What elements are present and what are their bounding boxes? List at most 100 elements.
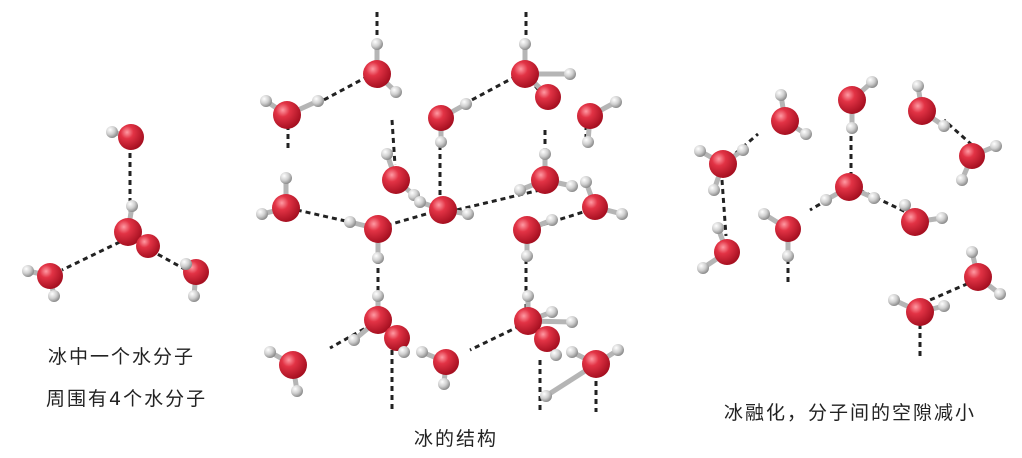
hydrogen-atom: [546, 306, 558, 318]
hydrogen-atom: [846, 122, 858, 134]
hydrogen-atom: [522, 290, 534, 302]
oxygen-atom: [364, 306, 392, 334]
hydrogen-atom: [416, 346, 428, 358]
hydrogen-bond: [61, 236, 129, 272]
oxygen-atom: [428, 105, 454, 131]
oxygen-atom: [514, 307, 542, 335]
oxygen-atom: [531, 166, 559, 194]
hydrogen-atom: [580, 176, 592, 188]
hydrogen-atom: [22, 265, 34, 277]
hydrogen-atom: [126, 200, 138, 212]
oxygen-atom: [577, 103, 603, 129]
oxygen-atom: [714, 239, 740, 265]
hydrogen-atom: [546, 214, 558, 226]
hydrogen-atom: [912, 80, 924, 92]
oxygen-atom: [838, 86, 866, 114]
hydrogen-atom: [460, 98, 472, 110]
hydrogen-atom: [372, 252, 384, 264]
hydrogen-bond: [447, 188, 541, 214]
caption-single-molecule-line1: 冰中一个水分子: [48, 346, 196, 368]
oxygen-atom: [709, 150, 737, 178]
hydrogen-bond: [720, 179, 728, 237]
hydrogen-atom: [956, 174, 968, 186]
oxygen-atom: [582, 350, 610, 378]
oxygen-atom: [136, 234, 160, 258]
hydrogen-atom: [414, 196, 426, 208]
hydrogen-atom: [514, 184, 526, 196]
oxygen-atom: [582, 194, 608, 220]
hydrogen-bond: [390, 119, 397, 166]
oxygen-atom: [382, 166, 410, 194]
hydrogen-atom: [188, 290, 200, 302]
oxygen-atom: [433, 349, 459, 375]
hydrogen-atom: [381, 148, 393, 160]
hydrogen-atom: [264, 346, 276, 358]
hydrogen-atom: [566, 316, 578, 328]
hydrogen-bond: [721, 132, 759, 167]
oxygen-atom: [959, 143, 985, 169]
oxygen-atom: [964, 263, 992, 291]
hydrogen-atom: [868, 192, 880, 204]
caption-melting: 冰融化，分子间的空隙减小: [724, 402, 977, 424]
hydrogen-atom: [521, 250, 533, 262]
hydrogen-atom: [800, 128, 812, 140]
hydrogen-atom: [564, 68, 576, 80]
atoms: [22, 38, 1006, 402]
hydrogen-atom: [372, 290, 384, 302]
hydrogen-atom: [48, 290, 60, 302]
hydrogen-atom: [280, 172, 292, 184]
hydrogen-atom: [820, 194, 832, 206]
hydrogen-atom: [966, 246, 978, 258]
hydrogen-atom: [291, 385, 303, 397]
hydrogen-atom: [697, 262, 709, 274]
oxygen-atom: [534, 326, 560, 352]
hydrogen-atom: [775, 89, 787, 101]
hydrogen-atom: [582, 136, 594, 148]
oxygen-atom: [384, 325, 410, 351]
hydrogen-atom: [344, 216, 356, 228]
hydrogen-atom: [256, 208, 268, 220]
hydrogen-atom: [312, 95, 324, 107]
hydrogen-atom: [539, 148, 551, 160]
hydrogen-atom: [566, 180, 578, 192]
hydrogen-atom: [540, 390, 552, 402]
oxygen-atom: [273, 101, 301, 129]
hydrogen-atom: [462, 208, 474, 220]
oxygen-atom: [118, 124, 144, 150]
hydrogen-atom: [694, 145, 706, 157]
hydrogen-atom: [435, 136, 447, 148]
oxygen-atom: [901, 208, 929, 236]
hydrogen-atom: [866, 76, 878, 88]
hydrogen-atom: [782, 250, 794, 262]
hydrogen-atom: [438, 378, 450, 390]
hydrogen-atom: [616, 208, 628, 220]
hydrogen-atom: [758, 208, 770, 220]
hydrogen-atom: [519, 38, 531, 50]
oxygen-atom: [429, 196, 457, 224]
hydrogen-atom: [712, 222, 724, 234]
hydrogen-atom: [550, 349, 562, 361]
hydrogen-atom: [899, 199, 911, 211]
oxygen-atom: [535, 84, 561, 110]
hydrogen-atom: [938, 300, 950, 312]
oxygen-atom: [513, 216, 541, 244]
oxygen-atom: [279, 351, 307, 379]
hydrogen-atom: [888, 294, 900, 306]
caption-ice-structure: 冰的结构: [414, 428, 499, 450]
oxygen-atom: [37, 263, 63, 289]
hydrogen-atom: [610, 96, 622, 108]
hydrogen-atom: [708, 184, 720, 196]
caption-single-molecule-line2: 周围有4个水分子: [46, 388, 208, 410]
hydrogen-atom: [737, 144, 749, 156]
hydrogen-atom: [260, 95, 272, 107]
hydrogen-atom: [390, 86, 402, 98]
hydrogen-atom: [180, 258, 192, 270]
hydrogen-bond: [809, 184, 852, 212]
oxygen-atom: [364, 215, 392, 243]
hydrogen-atom: [994, 288, 1006, 300]
oxygen-atom: [906, 298, 934, 326]
oxygen-atom: [114, 218, 142, 246]
hydrogen-atom: [371, 38, 383, 50]
hydrogen-atom: [348, 334, 360, 346]
